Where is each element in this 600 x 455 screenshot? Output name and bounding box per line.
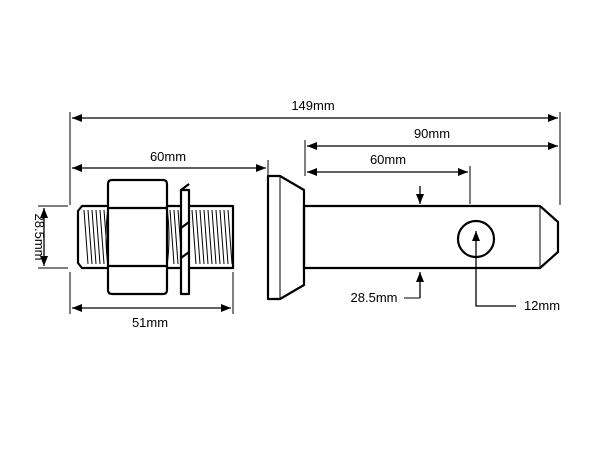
thread-line [95, 209, 101, 265]
dimension-pin-diameter: 28.5mm [351, 186, 424, 305]
dimension-label-thread-to-collar: 51mm [132, 315, 168, 330]
thread-line [227, 209, 233, 265]
thread-line [211, 209, 217, 265]
dimension-label-overall-length: 149mm [291, 98, 334, 113]
dimension-label-thread-diameter: 28.5mm [32, 214, 47, 261]
thread-line [223, 209, 229, 265]
dimension-pin-usable-length: 60mm [307, 152, 468, 176]
thread-line [169, 209, 175, 265]
dimension-thread-to-collar: 51mm [72, 304, 231, 330]
thread-line [215, 209, 221, 265]
hex-nut [105, 178, 170, 296]
thread-line [83, 209, 89, 265]
pin-shaft [302, 204, 560, 270]
thread-line [203, 209, 209, 265]
collar [266, 174, 306, 301]
dimension-label-pin-usable-length: 60mm [370, 152, 406, 167]
dimension-overall-length: 149mm [72, 98, 558, 122]
spring-washer [179, 183, 191, 296]
extension-lines [38, 112, 561, 314]
thread-line [219, 209, 225, 265]
thread-line [173, 209, 179, 265]
dimension-label-pin-diameter: 28.5mm [351, 290, 398, 305]
thread-line [199, 209, 205, 265]
dimension-hole-diameter: 12mm [472, 231, 560, 313]
lynch-pin-hole [456, 219, 496, 259]
dimension-thread-diameter: 28.5mm [32, 208, 48, 266]
thread-line [207, 209, 213, 265]
dimension-label-pin-length: 90mm [414, 126, 450, 141]
thread-line [195, 209, 201, 265]
thread-line [91, 209, 97, 265]
thread-line [87, 209, 93, 265]
dimension-label-hole-diameter: 12mm [524, 298, 560, 313]
thread-line [191, 209, 197, 265]
dimension-thread-length: 60mm [72, 149, 266, 172]
dimension-label-thread-length: 60mm [150, 149, 186, 164]
dimension-pin-length: 90mm [307, 126, 558, 150]
thread-line [99, 209, 105, 265]
